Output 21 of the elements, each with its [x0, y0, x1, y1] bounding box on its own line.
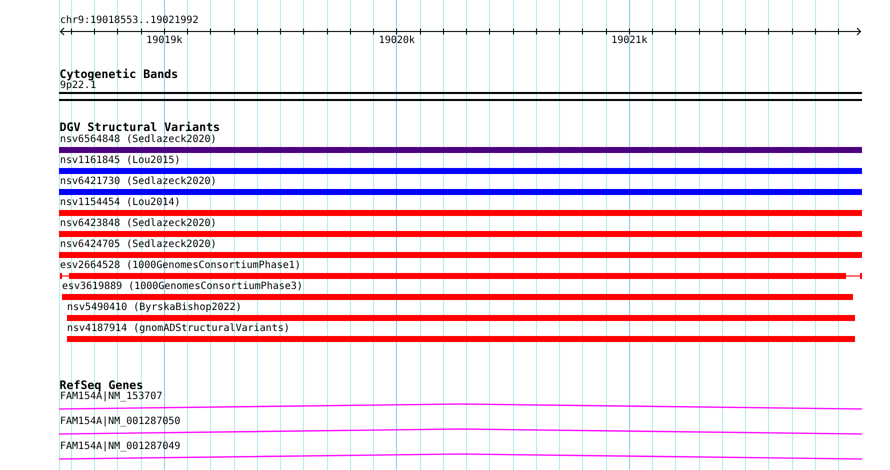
feature-label: nsv1161845 (Lou2015) — [60, 155, 180, 167]
feature-label: nsv4187914 (gnomADStructuralVariants) — [67, 323, 290, 335]
tick-label: 19019k — [146, 34, 182, 46]
feature-label: esv2664528 (1000GenomesConsortiumPhase1) — [60, 260, 301, 272]
locus-coordinates: chr9:19018553..19021992 — [60, 15, 198, 27]
tick-label: 19020k — [378, 34, 415, 46]
feature-label: nsv1154454 (Lou2014) — [60, 197, 180, 209]
tick-label: 19021k — [611, 34, 648, 46]
feature-label: nsv6421730 (Sedlazeck2020) — [60, 176, 217, 188]
feature-label: esv3619889 (1000GenomesConsortiumPhase3) — [62, 281, 303, 293]
feature-label: nsv6423848 (Sedlazeck2020) — [60, 218, 217, 230]
feature-label: nsv5490410 (ByrskaBishop2022) — [67, 302, 242, 314]
band-label: 9p22.1 — [60, 80, 96, 92]
gene-label: FAM154A|NM_001287049 — [60, 441, 180, 453]
feature-label: nsv6564848 (Sedlazeck2020) — [60, 134, 217, 146]
gene-label: FAM154A|NM_153707 — [60, 391, 162, 403]
track-title: DGV Structural Variants — [60, 121, 220, 134]
track-title: Cytogenetic Bands — [60, 68, 178, 80]
gene-label: FAM154A|NM_001287050 — [60, 416, 180, 428]
track-title: RefSeq Genes — [60, 378, 144, 392]
feature-label: nsv6424705 (Sedlazeck2020) — [60, 239, 217, 251]
